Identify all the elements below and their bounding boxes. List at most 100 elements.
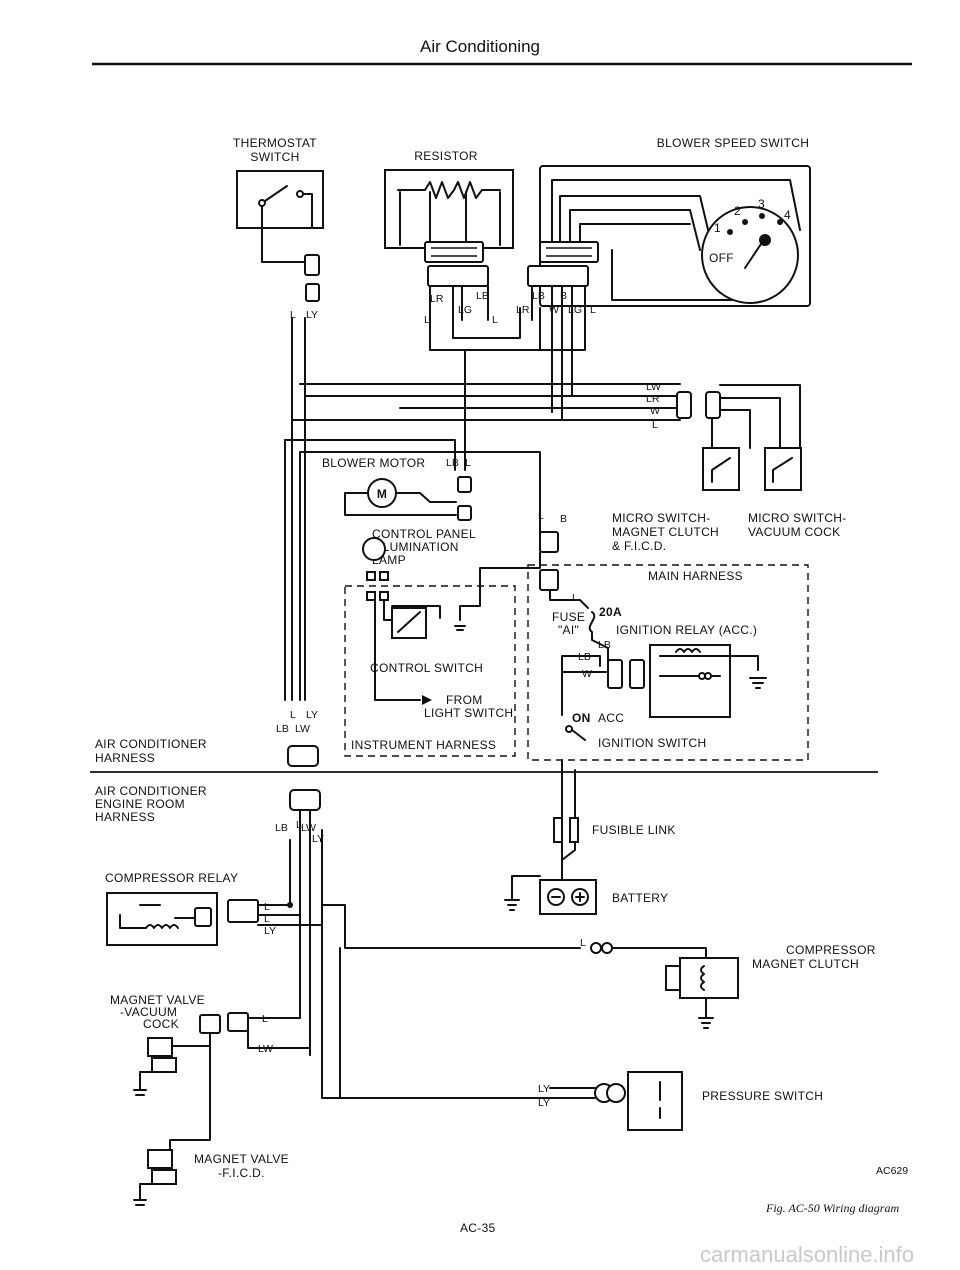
- comp-relay-wire-l-1: L: [264, 901, 270, 913]
- acharness-wire-lb: LB: [276, 723, 289, 735]
- micro-magnet-label-2: MAGNET CLUTCH: [612, 525, 719, 539]
- speed-wire-l: L: [590, 304, 596, 316]
- engine-wire-lb: LB: [275, 822, 288, 834]
- valve-ficd-label-2: -F.I.C.D.: [218, 1166, 265, 1180]
- resistor-wire-lr: LR: [430, 293, 444, 305]
- page-number: AC-35: [460, 1221, 496, 1235]
- motor-feed: [284, 439, 541, 549]
- battery-label: BATTERY: [612, 891, 668, 905]
- acharness-wire-ly: LY: [306, 709, 318, 721]
- micro-vacuum-label-1: MICRO SWITCH-: [748, 511, 847, 525]
- valve-wire-l: L: [262, 1013, 268, 1025]
- engine-wire-lw: LW: [301, 822, 316, 834]
- pressure-switch: LY LY PRESSURE SWITCH: [339, 947, 823, 1131]
- comp-relay-wire-ly: LY: [264, 925, 276, 937]
- blower-motor-label: BLOWER MOTOR: [322, 456, 425, 470]
- pressure-switch-label: PRESSURE SWITCH: [702, 1089, 823, 1103]
- fuse-ai-label: "AI": [558, 623, 579, 637]
- fusible-link-battery: FUSIBLE LINK BATTERY: [504, 759, 676, 915]
- ac-harness-label-1: AIR CONDITIONER: [95, 737, 207, 751]
- watermark: carmanualsonline.info: [700, 1242, 914, 1267]
- ign-on-label: ON: [572, 711, 591, 725]
- engine-room-trunk: [289, 809, 551, 1099]
- thermo-wire-ly: LY: [306, 309, 318, 321]
- speed-wire-lg: LG: [568, 304, 582, 316]
- pressure-wire-ly-2: LY: [538, 1097, 550, 1109]
- relay-wire-lb-1: LB: [598, 639, 611, 651]
- magnet-valve-ficd: MAGNET VALVE -F.I.C.D.: [133, 1045, 289, 1206]
- valve-vac-label-3: COCK: [143, 1017, 179, 1031]
- from-label: FROM: [446, 693, 483, 707]
- clutch-label-1: COMPRESSOR: [786, 943, 876, 957]
- speed-pos-3: 3: [758, 197, 765, 211]
- ac-harness-label-2: HARNESS: [95, 751, 155, 765]
- compressor-relay: COMPRESSOR RELAY L L LY: [105, 839, 581, 949]
- fuse-wire-l: L: [572, 592, 578, 604]
- micro-wire-w: W: [650, 405, 660, 417]
- fuse-label: FUSE: [552, 610, 585, 624]
- fusible-link-label: FUSIBLE LINK: [592, 823, 676, 837]
- motor-wire-lb: LB: [446, 457, 459, 469]
- acharness-wire-l: L: [290, 709, 296, 721]
- instrument-harness-label: INSTRUMENT HARNESS: [351, 738, 496, 752]
- speed-wire-lb: LB: [532, 290, 545, 302]
- resistor-wire-lb: LB: [476, 290, 489, 302]
- motor-symbol: M: [377, 487, 387, 501]
- valve-vac-label-1: MAGNET VALVE: [110, 993, 205, 1007]
- control-switch-label: CONTROL SWITCH: [370, 661, 483, 675]
- resistor-wire-lg: LG: [458, 304, 472, 316]
- speed-pos-4: 4: [784, 208, 791, 222]
- engine-harness-label-3: HARNESS: [95, 810, 155, 824]
- micro-wire-lw: LW: [646, 381, 661, 393]
- panel-wire-b: B: [560, 513, 567, 525]
- compressor-clutch: L COMPRESSOR MAGNET CLUTCH: [580, 937, 876, 1029]
- clutch-label-2: MAGNET CLUTCH: [752, 957, 859, 971]
- clutch-wire-l: L: [580, 937, 586, 949]
- thermo-wire-l: L: [290, 309, 296, 321]
- magnet-valve-vacuum: MAGNET VALVE -VACUUM COCK L LW: [110, 993, 311, 1096]
- speed-pos-1: 1: [714, 221, 721, 235]
- ac-harness-connector: [287, 745, 319, 767]
- micro-wire-lr: LR: [646, 393, 660, 405]
- blower-speed-switch: BLOWER SPEED SWITCH 1 2 3 4 OFF LB B LR …: [516, 136, 811, 421]
- speed-pos-2: 2: [734, 204, 741, 218]
- speed-wire-b: B: [560, 290, 567, 302]
- comp-relay-label: COMPRESSOR RELAY: [105, 871, 238, 885]
- micro-magnet-label-3: & F.I.C.D.: [612, 539, 666, 553]
- resistor-label: RESISTOR: [414, 149, 478, 163]
- comp-relay-wire-l-2: L: [264, 913, 270, 925]
- engine-harness-label-1: AIR CONDITIONER: [95, 784, 207, 798]
- micro-vacuum-label-2: VACUUM COCK: [748, 525, 840, 539]
- ignition-switch-label: IGNITION SWITCH: [598, 736, 707, 750]
- figure-code: AC629: [876, 1165, 908, 1177]
- valve-vac-label-2: -VACUUM: [120, 1005, 177, 1019]
- blower-motor: BLOWER MOTOR LB L M: [322, 456, 472, 521]
- control-panel-lamp: CONTROL PANEL ILLUMINATION LAMP L B: [362, 510, 567, 601]
- micro-wire-l: L: [652, 419, 658, 431]
- valve-wire-lw: LW: [258, 1043, 273, 1055]
- thermostat-label-2: SWITCH: [250, 150, 299, 164]
- relay-wire-w: W: [582, 668, 592, 680]
- acharness-wire-lw: LW: [295, 723, 310, 735]
- thermostat-label-1: THERMOSTAT: [233, 136, 317, 150]
- speed-switch-label: BLOWER SPEED SWITCH: [657, 136, 809, 150]
- thermostat-switch: THERMOSTAT SWITCH L LY: [233, 136, 324, 321]
- pressure-wire-ly-1: LY: [538, 1083, 550, 1095]
- engine-harness-connector: [289, 789, 321, 811]
- fuse-rating: 20A: [599, 605, 622, 619]
- speed-wire-w: W: [549, 304, 559, 316]
- resistor-wire-l2: L: [492, 314, 498, 326]
- figure-caption: Fig. AC-50 Wiring diagram: [765, 1201, 899, 1215]
- main-harness-label: MAIN HARNESS: [648, 569, 743, 583]
- speed-pos-off: OFF: [709, 251, 734, 265]
- micro-switches: MICRO SWITCH- MAGNET CLUTCH & F.I.C.D. M…: [612, 447, 847, 553]
- motor-wire-l: L: [465, 457, 471, 469]
- panel-label-2: ILLUMINATION: [372, 540, 459, 554]
- main-harness: MAIN HARNESS L FUSE "AI" 20A IGNITION RE…: [527, 564, 809, 761]
- engine-harness-label-2: ENGINE ROOM: [95, 797, 185, 811]
- micro-switch-connector: LW LR W L: [291, 381, 801, 449]
- page-title: Air Conditioning: [420, 37, 540, 56]
- resistor: RESISTOR LR LB L LG L: [384, 149, 541, 351]
- panel-wire-l: L: [538, 510, 544, 522]
